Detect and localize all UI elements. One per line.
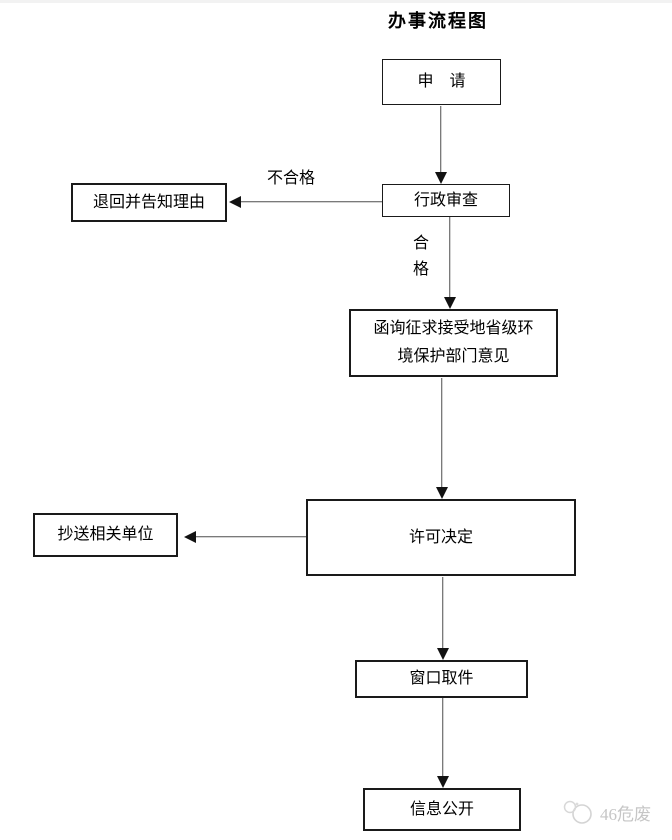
node-permit-decision: 许可决定: [306, 499, 576, 576]
arrow-shaft: [441, 698, 444, 777]
arrow-down-head-icon: [443, 297, 456, 309]
arrow-down-head-icon: [434, 172, 447, 184]
node-return-with-reason: 退回并告知理由: [71, 183, 227, 222]
node-consult-provincial-env-dept: 函询征求接受地省级环 境保护部门意见: [349, 309, 558, 377]
arrow-consult-to-decision: [435, 378, 448, 499]
arrow-left-head-icon: [184, 530, 196, 543]
edge-label-unqualified: 不合格: [267, 170, 316, 187]
arrow-pickup-to-publish: [436, 698, 449, 788]
bubbles-brand-logo-icon: [563, 800, 592, 824]
node-window-pickup: 窗口取件: [355, 660, 528, 698]
arrow-shaft: [240, 200, 382, 203]
watermark-text: 46危废: [600, 804, 651, 824]
edge-label-qualified: 合格: [410, 234, 427, 286]
page-title: 办事流程图: [388, 11, 488, 31]
watermark: 46危废: [561, 797, 651, 827]
arrow-shaft: [440, 378, 443, 488]
arrow-review-to-consult: [443, 217, 456, 309]
node-apply: 申 请: [382, 59, 501, 105]
arrow-apply-to-review: [434, 106, 447, 184]
arrow-down-head-icon: [436, 648, 449, 660]
node-administrative-review: 行政审查: [382, 184, 510, 217]
arrow-shaft: [441, 577, 444, 649]
arrow-review-to-return: [229, 195, 382, 208]
node-information-disclosure: 信息公开: [363, 788, 521, 831]
arrow-shaft: [195, 535, 306, 538]
top-edge-divider: [0, 0, 672, 3]
node-copy-to-related-units: 抄送相关单位: [33, 513, 178, 557]
arrow-shaft: [439, 106, 442, 173]
arrow-decision-to-pickup: [436, 577, 449, 660]
arrow-decision-to-copy: [184, 530, 306, 543]
arrow-left-head-icon: [229, 195, 241, 208]
arrow-shaft: [448, 217, 451, 298]
arrow-down-head-icon: [436, 776, 449, 788]
arrow-down-head-icon: [435, 487, 448, 499]
